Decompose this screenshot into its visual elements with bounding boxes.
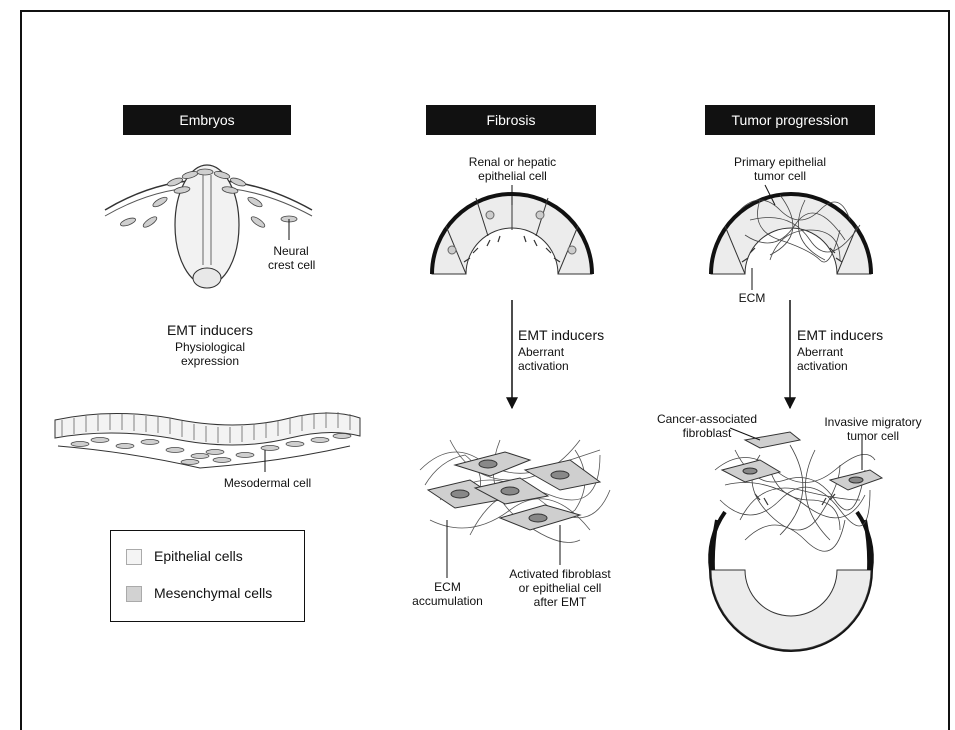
- label-emt-inducers-tumor: EMT inducers: [797, 327, 883, 344]
- legend-swatch-mesenchymal: [126, 586, 142, 602]
- label-mesodermal-cell: Mesodermal cell: [215, 476, 320, 490]
- label-emt-inducers-fibrosis: EMT inducers: [518, 327, 604, 344]
- label-renal-hepatic-cell: Renal or hepaticepithelial cell: [445, 155, 580, 183]
- legend-label-mesenchymal: Mesenchymal cells: [154, 585, 272, 601]
- label-aberrant-activation-tumor: Aberrantactivation: [797, 345, 848, 373]
- legend: Epithelial cells Mesenchymal cells: [110, 530, 305, 622]
- mesoderm-layer: [55, 412, 360, 472]
- tumor-invasion: [710, 428, 882, 650]
- label-neural-crest: Neuralcrest cell: [268, 244, 314, 272]
- label-activated-fibroblast: Activated fibroblastor epithelial cellaf…: [500, 567, 620, 609]
- fibrosis-epithelium: [432, 185, 592, 274]
- label-emt-inducers-embryos: EMT inducers: [150, 322, 270, 339]
- label-ecm-tumor: ECM: [734, 291, 770, 305]
- fibrosis-fibroblasts: [420, 440, 610, 578]
- label-primary-tumor-cell: Primary epithelialtumor cell: [720, 155, 840, 183]
- legend-swatch-epithelial: [126, 549, 142, 565]
- legend-label-epithelial: Epithelial cells: [154, 548, 243, 564]
- label-aberrant-activation-fibrosis: Aberrantactivation: [518, 345, 569, 373]
- tumor-primary: [711, 185, 871, 290]
- label-ecm-accumulation: ECMaccumulation: [400, 580, 495, 608]
- label-invasive-migratory-cell: Invasive migratorytumor cell: [814, 415, 932, 443]
- label-physiological-expression: Physiologicalexpression: [150, 340, 270, 368]
- label-cancer-associated-fibroblast: Cancer-associatedfibroblast: [648, 412, 766, 440]
